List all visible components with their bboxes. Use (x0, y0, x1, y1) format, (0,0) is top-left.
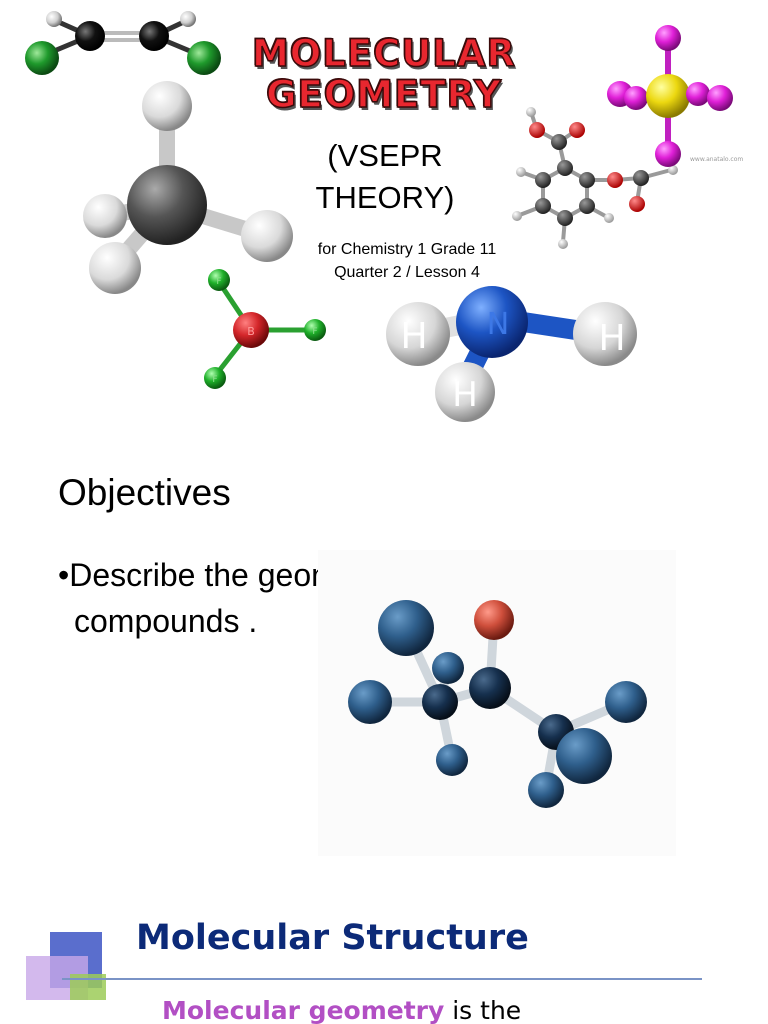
subtitle-line-1: (VSEPR (327, 138, 443, 173)
image-credit: www.anatalo.com (690, 156, 744, 163)
ball-and-stick-molecule-image (348, 600, 647, 808)
benzene-ring-molecule-image (512, 107, 678, 249)
atom-label-hydrogen-3: H (452, 375, 478, 415)
double-bond-molecule-image (25, 11, 221, 75)
methane-molecule-image (83, 81, 293, 294)
title-line-2: GEOMETRY (265, 73, 502, 117)
atom-label-nitrogen: N (487, 307, 509, 342)
definition-text: Molecular geometry is the (162, 996, 521, 1024)
atom-label-hydrogen-1: H (400, 316, 427, 357)
atom-label-hydrogen-2: H (598, 318, 625, 359)
title-underline (62, 978, 702, 980)
atom-label-boron: B (247, 325, 255, 338)
molecular-structure-slide: Molecular Structure Molecular geometry i… (0, 884, 768, 1024)
course-line-2: Quarter 2 / Lesson 4 (334, 264, 480, 281)
objectives-slide: Objectives •Describe the geometry of sim… (0, 442, 768, 874)
title-line-1: MOLECULAR (251, 32, 517, 76)
slide-title: Molecular Structure (136, 918, 529, 958)
course-line-1: for Chemistry 1 Grade 11 (317, 241, 497, 258)
ammonia-molecule-image: H N H H (386, 286, 637, 422)
boron-trifluoride-molecule-image: B F F F (204, 269, 326, 389)
subtitle-line-2: THEORY) (315, 180, 455, 215)
definition-continuation: is the (444, 996, 522, 1024)
highlighted-term: Molecular geometry (162, 996, 445, 1024)
octahedral-molecule-image (607, 25, 733, 167)
atom-label-fluorine-1: F (216, 277, 221, 287)
objectives-heading: Objectives (58, 472, 231, 513)
objective-line-2: compounds . (74, 603, 258, 639)
atom-label-fluorine-2: F (312, 327, 317, 337)
title-slide: MOLECULAR GEOMETRY (VSEPR THEORY) for Ch… (0, 0, 768, 432)
atom-label-fluorine-3: F (212, 375, 217, 385)
